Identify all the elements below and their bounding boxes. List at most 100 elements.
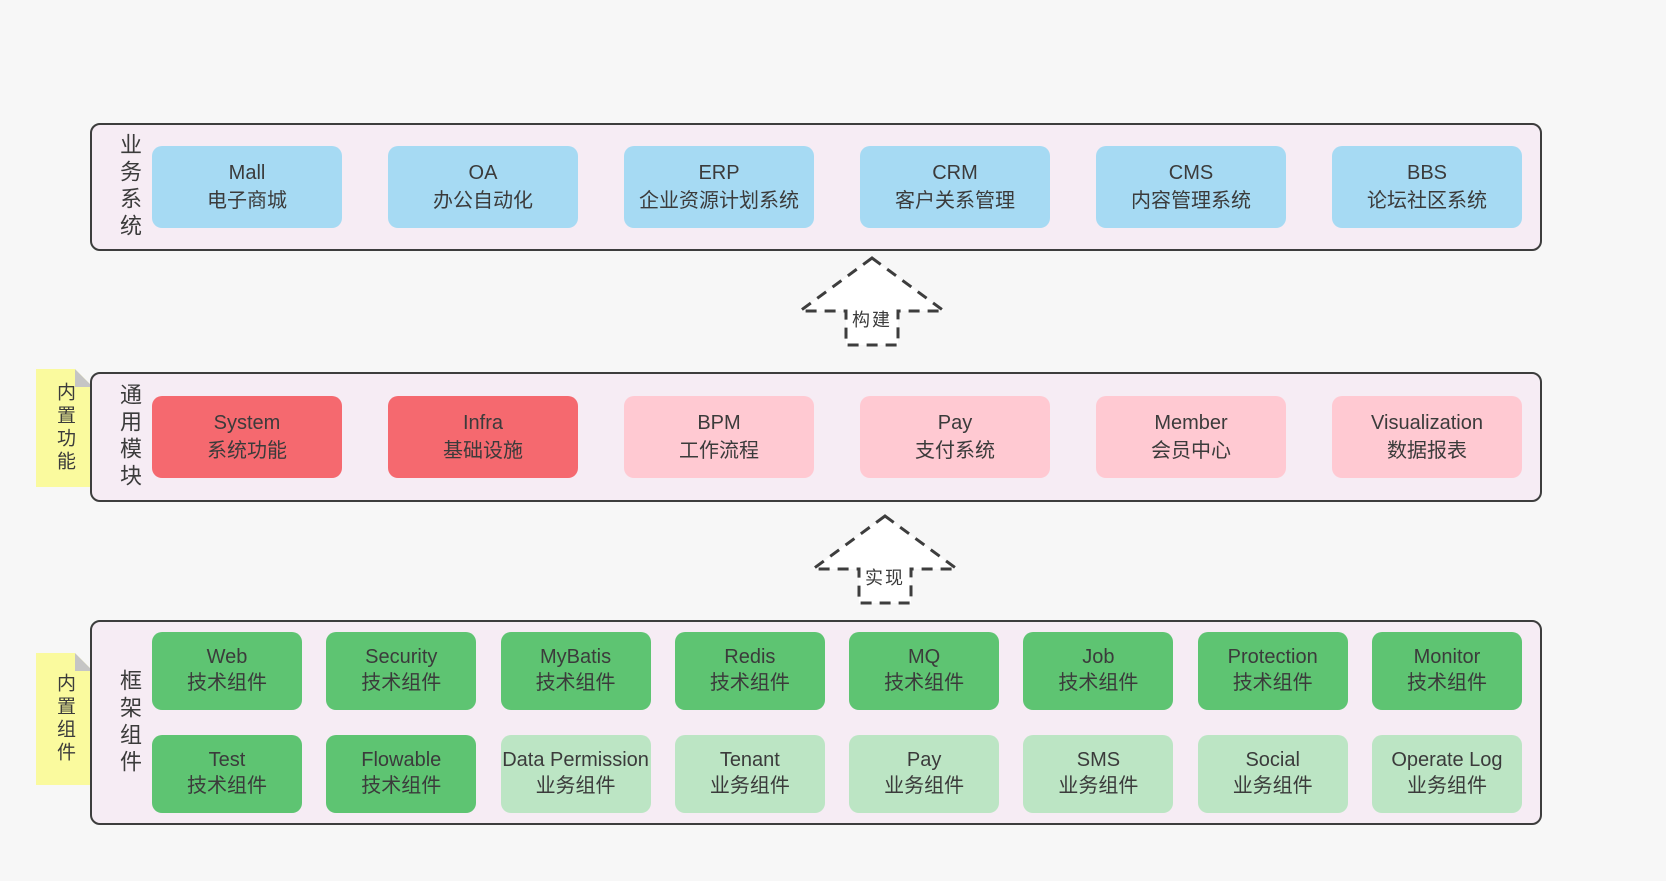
box-desc: 技术组件 — [709, 672, 790, 694]
box-desc: 电子商城 — [207, 190, 287, 212]
box-name: Web — [206, 646, 248, 669]
box-name: MyBatis — [540, 646, 612, 669]
box-desc: 系统功能 — [207, 440, 287, 462]
framework-components-panel: 框架组件 Web 技术组件 Security 技术组件 MyBatis 技术组件… — [90, 620, 1542, 825]
box-erp: ERP 企业资源计划系统 — [624, 146, 814, 228]
box-tenant: Tenant 业务组件 — [674, 735, 825, 813]
common-modules-boxes: System 系统功能 Infra 基础设施 BPM 工作流程 Pay 支付系统… — [152, 396, 1522, 478]
box-bbs: BBS 论坛社区系统 — [1332, 146, 1522, 228]
box-name: Redis — [724, 646, 776, 669]
box-name: ERP — [698, 161, 740, 184]
box-crm: CRM 客户关系管理 — [860, 146, 1050, 228]
builtin-features-note-text: 内置功能 — [54, 382, 75, 474]
up-arrow-icon — [797, 256, 947, 347]
box-desc: 基础设施 — [443, 440, 523, 462]
box-name: Social — [1245, 749, 1300, 772]
framework-components-grid: Web 技术组件 Security 技术组件 MyBatis 技术组件 Redi… — [152, 632, 1522, 813]
box-desc: 技术组件 — [535, 672, 616, 694]
box-mq: MQ 技术组件 — [849, 632, 1000, 710]
box-desc: 办公自动化 — [433, 190, 533, 212]
up-arrow-icon — [810, 514, 960, 605]
box-name: Protection — [1227, 646, 1318, 669]
box-desc: 技术组件 — [884, 672, 965, 694]
box-redis: Redis 技术组件 — [674, 632, 825, 710]
box-name: Monitor — [1413, 646, 1481, 669]
common-modules-label: 通用模块 — [117, 383, 142, 491]
box-name: Visualization — [1371, 411, 1483, 434]
business-systems-boxes: Mall 电子商城 OA 办公自动化 ERP 企业资源计划系统 CRM 客户关系… — [152, 146, 1522, 228]
box-oa: OA 办公自动化 — [388, 146, 578, 228]
box-name: Flowable — [361, 749, 442, 772]
box-name: SMS — [1076, 749, 1121, 772]
box-desc: 内容管理系统 — [1131, 190, 1251, 212]
box-name: Operate Log — [1391, 749, 1503, 772]
box-name: Job — [1082, 646, 1115, 669]
box-flowable: Flowable 技术组件 — [326, 735, 477, 813]
box-mall: Mall 电子商城 — [152, 146, 342, 228]
box-desc: 技术组件 — [361, 775, 442, 797]
box-desc: 业务组件 — [535, 775, 616, 797]
box-bpm: BPM 工作流程 — [624, 396, 814, 478]
box-name: Infra — [462, 411, 504, 434]
box-pay: Pay 支付系统 — [860, 396, 1050, 478]
box-name: Test — [208, 749, 246, 772]
box-name: Member — [1154, 411, 1228, 434]
box-desc: 技术组件 — [1058, 672, 1139, 694]
box-desc: 技术组件 — [1232, 672, 1313, 694]
box-name: Pay — [937, 411, 973, 434]
builtin-components-note: 内置组件 — [36, 653, 93, 785]
business-systems-label: 业务系统 — [117, 133, 142, 241]
box-social: Social 业务组件 — [1197, 735, 1348, 813]
common-modules-panel: 通用模块 System 系统功能 Infra 基础设施 BPM 工作流程 Pay… — [90, 372, 1542, 502]
box-test: Test 技术组件 — [152, 735, 302, 813]
business-systems-panel: 业务系统 Mall 电子商城 OA 办公自动化 ERP 企业资源计划系统 CRM… — [90, 123, 1542, 251]
box-name: BBS — [1406, 161, 1448, 184]
box-desc: 技术组件 — [361, 672, 442, 694]
box-name: System — [213, 411, 281, 434]
build-arrow-label: 构建 — [849, 305, 895, 333]
box-monitor: Monitor 技术组件 — [1371, 632, 1522, 710]
box-desc: 业务组件 — [709, 775, 790, 797]
box-operate-log: Operate Log 业务组件 — [1371, 735, 1522, 813]
box-desc: 数据报表 — [1387, 440, 1467, 462]
box-desc: 业务组件 — [1406, 775, 1487, 797]
box-desc: 技术组件 — [187, 775, 267, 797]
box-name: CMS — [1168, 161, 1214, 184]
box-job: Job 技术组件 — [1023, 632, 1174, 710]
framework-row-2: Test 技术组件 Flowable 技术组件 Data Permission … — [152, 735, 1522, 813]
builtin-features-note: 内置功能 — [36, 369, 93, 487]
box-visualization: Visualization 数据报表 — [1332, 396, 1522, 478]
box-name: Data Permission — [502, 749, 649, 772]
box-desc: 企业资源计划系统 — [639, 190, 799, 212]
box-system: System 系统功能 — [152, 396, 342, 478]
box-security: Security 技术组件 — [326, 632, 477, 710]
box-infra: Infra 基础设施 — [388, 396, 578, 478]
box-name: Tenant — [719, 749, 780, 772]
box-name: Mall — [228, 161, 266, 184]
box-name: Security — [365, 646, 438, 669]
box-mybatis: MyBatis 技术组件 — [500, 632, 651, 710]
box-desc: 论坛社区系统 — [1367, 190, 1487, 212]
box-cms: CMS 内容管理系统 — [1096, 146, 1286, 228]
box-name: CRM — [932, 161, 978, 184]
box-member: Member 会员中心 — [1096, 396, 1286, 478]
box-desc: 技术组件 — [187, 672, 267, 694]
box-desc: 客户关系管理 — [895, 190, 1015, 212]
box-data-permission: Data Permission 业务组件 — [500, 735, 651, 813]
box-name: BPM — [697, 411, 741, 434]
box-desc: 业务组件 — [1058, 775, 1139, 797]
implement-arrow-label: 实现 — [862, 563, 908, 591]
build-arrow: 构建 — [797, 256, 947, 348]
box-desc: 技术组件 — [1406, 672, 1487, 694]
box-desc: 会员中心 — [1151, 440, 1231, 462]
box-name: OA — [468, 161, 498, 184]
box-pay-biz: Pay 业务组件 — [849, 735, 1000, 813]
box-name: MQ — [908, 646, 941, 669]
box-sms: SMS 业务组件 — [1023, 735, 1174, 813]
box-desc: 业务组件 — [1232, 775, 1313, 797]
framework-components-label: 框架组件 — [117, 668, 142, 777]
box-desc: 业务组件 — [884, 775, 965, 797]
box-web: Web 技术组件 — [152, 632, 302, 710]
builtin-components-note-text: 内置组件 — [54, 673, 75, 765]
